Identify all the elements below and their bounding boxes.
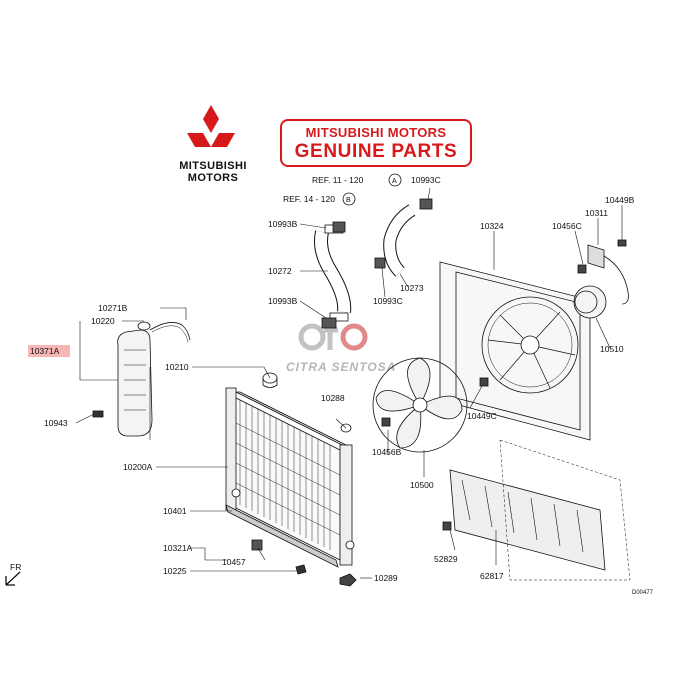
ref-badge-b: B <box>346 197 351 204</box>
label-52829: 52829 <box>434 554 458 564</box>
radiator-cap <box>262 372 278 388</box>
label-10993B-top: 10993B <box>268 219 298 229</box>
fan-motor <box>573 285 607 319</box>
label-10324: 10324 <box>480 221 504 231</box>
label-10500: 10500 <box>410 480 434 490</box>
label-10271B: 10271B <box>98 303 128 313</box>
label-10273: 10273 <box>400 283 424 293</box>
front-arrow-label: FR <box>10 562 21 572</box>
watermark-logo-icon <box>298 323 368 351</box>
label-10272: 10272 <box>268 266 292 276</box>
genuine-parts-badge: MITSUBISHI MOTORS GENUINE PARTS <box>280 119 472 167</box>
label-10401: 10401 <box>163 506 187 516</box>
resistor-10311 <box>587 244 629 305</box>
brand-name-line1: MITSUBISHI <box>179 160 247 172</box>
ref-label-1: REF. 11 - 120 <box>312 175 364 185</box>
label-10510: 10510 <box>600 344 624 354</box>
watermark-text: CITRA SENTOSA <box>286 360 397 374</box>
label-10993C-mid: 10993C <box>373 296 403 306</box>
reservoir-tank <box>117 321 191 437</box>
label-10993B-mid: 10993B <box>268 296 298 306</box>
label-10220: 10220 <box>91 316 115 326</box>
brand-name: MITSUBISHI MOTORS <box>178 160 248 184</box>
radiator <box>225 387 355 566</box>
brand-name-line2: MOTORS <box>187 172 239 184</box>
fan-shroud <box>439 261 591 441</box>
diagram-code: D00477 <box>632 590 654 596</box>
label-10225: 10225 <box>163 566 187 576</box>
upper-hose <box>314 224 352 322</box>
front-arrow-icon <box>5 571 21 586</box>
ref-label-2: REF. 14 - 120 <box>283 194 335 204</box>
bolt-10225 <box>295 564 307 575</box>
label-62817: 62817 <box>480 571 504 581</box>
label-10993C-top: 10993C <box>411 175 441 185</box>
mitsubishi-logo-icon <box>187 105 235 147</box>
label-10200A: 10200A <box>123 462 153 472</box>
label-10449B: 10449B <box>605 195 635 205</box>
seal-10401 <box>225 504 339 568</box>
label-10449C: 10449C <box>467 411 497 421</box>
genuine-badge-line2: GENUINE PARTS <box>294 141 458 162</box>
ref-badge-a: A <box>392 178 397 185</box>
genuine-badge-line1: MITSUBISHI MOTORS <box>305 125 447 140</box>
label-10311: 10311 <box>585 208 608 218</box>
bolt-10943 <box>92 410 104 418</box>
label-10288: 10288 <box>321 393 345 403</box>
label-10457: 10457 <box>222 557 246 567</box>
cooling-fan <box>372 357 468 453</box>
leader-lines <box>75 187 623 579</box>
air-guide <box>449 469 606 571</box>
label-10210: 10210 <box>165 362 189 372</box>
label-10456C: 10456C <box>552 221 582 231</box>
background-panel <box>499 439 631 581</box>
label-10321A: 10321A <box>163 543 193 553</box>
label-10371A: 10371A <box>30 346 60 356</box>
lower-hose <box>383 204 416 277</box>
drain-10289 <box>339 573 357 587</box>
label-10456B: 10456B <box>372 447 402 457</box>
label-10943: 10943 <box>44 418 68 428</box>
label-10289: 10289 <box>374 573 398 583</box>
hose-clamps <box>321 198 433 329</box>
bracket-10457 <box>251 539 263 551</box>
